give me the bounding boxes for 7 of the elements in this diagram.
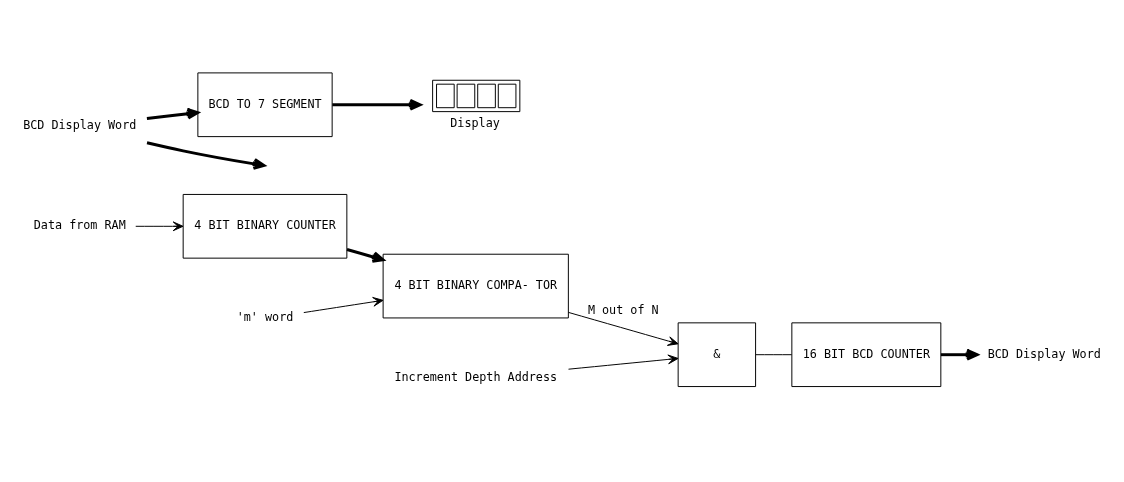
node-text: Increment Depth Address [394, 370, 558, 385]
node-text: BCD Display Word [987, 346, 1101, 361]
node-text: Data from RAM [33, 218, 126, 233]
edge-label: M out of N [587, 303, 659, 318]
node-label: Display [450, 115, 500, 130]
node-text: BCD Display Word [23, 118, 137, 133]
node-text: 'm' word [236, 310, 294, 325]
